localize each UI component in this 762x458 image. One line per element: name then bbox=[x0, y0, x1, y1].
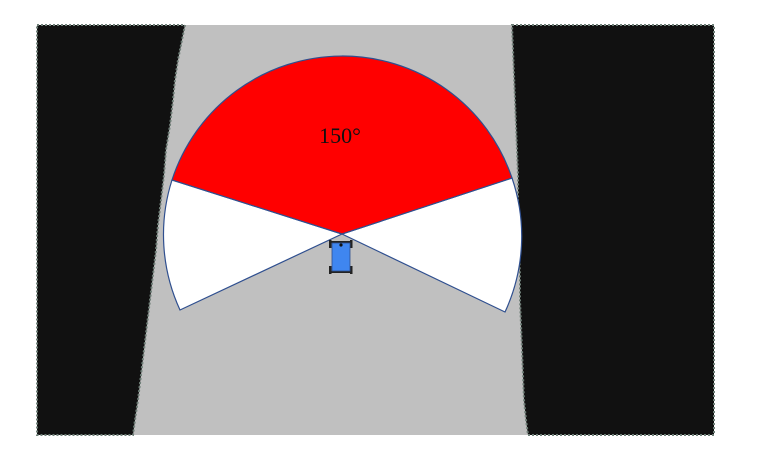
right-wall bbox=[510, 24, 715, 436]
robot-wheel-front-left bbox=[329, 240, 332, 248]
robot-axle-rear bbox=[329, 271, 352, 273]
robot-wheel-rear-right bbox=[350, 266, 353, 274]
sector-angle-label: 150° bbox=[319, 123, 361, 148]
left-side-sector bbox=[162, 179, 344, 311]
robot-body bbox=[331, 242, 351, 272]
robot-sensor bbox=[339, 243, 343, 247]
left-wall bbox=[36, 24, 187, 436]
robot-wheel-front-right bbox=[350, 240, 353, 248]
robot-car-icon bbox=[329, 240, 353, 274]
right-side-sector bbox=[340, 177, 523, 313]
robot-axle-front bbox=[329, 241, 352, 243]
robot-wheel-rear-left bbox=[329, 266, 332, 274]
front-sector-150 bbox=[171, 55, 513, 235]
